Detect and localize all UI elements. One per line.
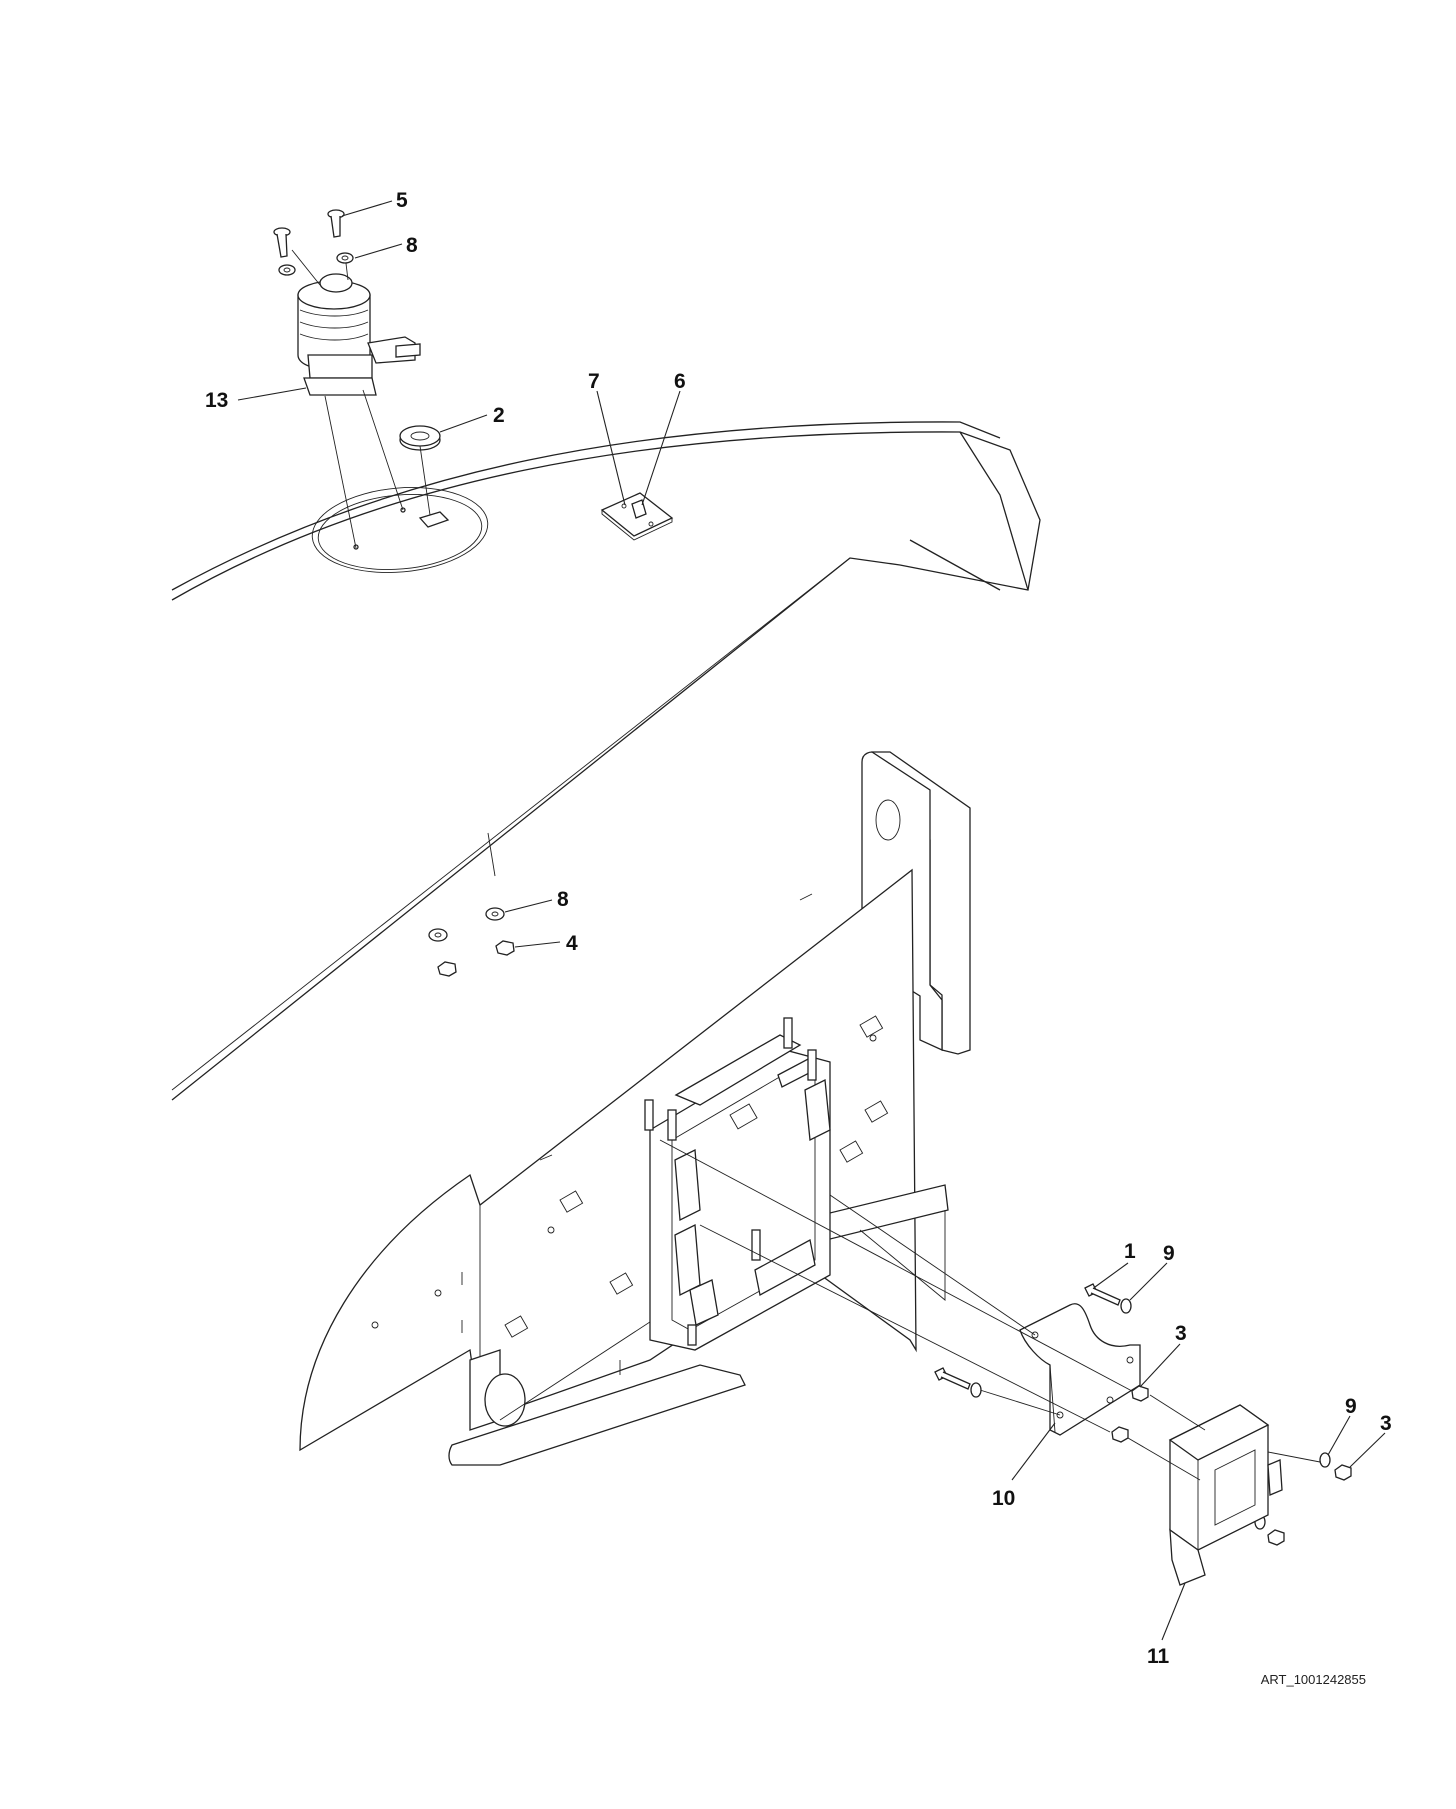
nut-4-right (495, 940, 515, 956)
control-module-board (644, 1017, 831, 1351)
callout-8-lower: 8 (557, 888, 569, 911)
leader-lines (237, 200, 1386, 1641)
controller-unit-11 (1127, 1404, 1321, 1586)
callout-4: 4 (566, 932, 578, 955)
callout-9-upper: 9 (1163, 1242, 1175, 1265)
washer-8-lower-left (428, 928, 448, 942)
screw-5-right (327, 209, 345, 238)
nut-3-middle (1111, 1426, 1129, 1443)
callout-10: 10 (992, 1487, 1015, 1510)
callout-9-right: 9 (1345, 1395, 1357, 1418)
nut-4-left (437, 961, 457, 977)
callout-13: 13 (205, 389, 228, 412)
washer-9-right (1319, 1452, 1331, 1468)
callout-3-upper: 3 (1175, 1322, 1187, 1345)
callout-5: 5 (396, 189, 408, 212)
cover-panel (171, 421, 1041, 1101)
callout-7: 7 (588, 370, 600, 393)
beacon-light (291, 249, 421, 549)
art-reference-number: ART_1001242855 (1260, 1672, 1366, 1687)
nut-lower (1267, 1529, 1285, 1546)
bolt-1-upper (1084, 1283, 1121, 1306)
callout-11: 11 (1147, 1645, 1170, 1668)
callout-6: 6 (674, 370, 686, 393)
washer-9-upper (1120, 1298, 1132, 1314)
alignment-lines (659, 1139, 1206, 1433)
callout-8-upper: 8 (406, 234, 418, 257)
washer-8-left (278, 264, 296, 276)
nut-3-upper (1131, 1385, 1149, 1402)
mounting-plate (299, 868, 917, 1452)
callout-2: 2 (493, 404, 505, 427)
washer-8-lower-right (485, 907, 505, 921)
grommet-2 (399, 425, 441, 516)
callout-3-right: 3 (1380, 1412, 1392, 1435)
nut-3-right (1334, 1464, 1352, 1481)
washer-8-right (336, 252, 354, 264)
callout-1: 1 (1124, 1240, 1136, 1263)
screw-5-left (273, 227, 291, 258)
bolt-1-lower (934, 1367, 982, 1398)
